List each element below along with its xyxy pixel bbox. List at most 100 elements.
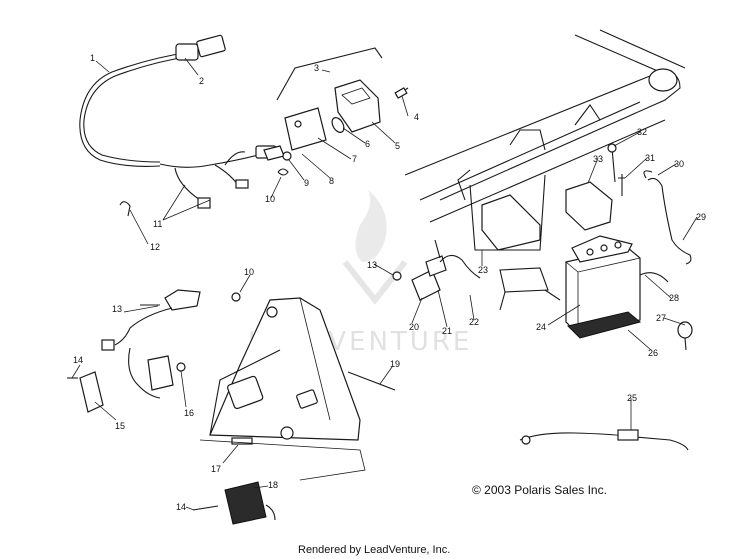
callout-14b: 14 (176, 502, 186, 512)
frame-gusset (509, 129, 546, 151)
callout-1: 1 (90, 53, 95, 63)
callout-27: 27 (656, 313, 666, 323)
leader-lines (71, 57, 698, 511)
callout-2: 2 (199, 76, 204, 86)
hook-30 (643, 170, 653, 179)
boot-27-tip (684, 337, 687, 351)
callout-18: 18 (268, 480, 278, 490)
panel-face (209, 349, 281, 436)
callout-24: 24 (536, 322, 546, 332)
electrical-box (67, 289, 396, 525)
frame-rail-bottom (429, 119, 666, 223)
harness-cable (79, 51, 191, 167)
mount-legs (499, 289, 561, 311)
callouts: 1 2 3 4 5 6 7 8 9 10 11 12 10 13 14 15 1… (73, 53, 706, 512)
callout-3: 3 (314, 63, 319, 73)
regulator-18 (224, 481, 267, 525)
callout-32: 32 (637, 127, 647, 137)
module-plug (101, 339, 115, 351)
callout-29: 29 (696, 212, 706, 222)
mount-22 (499, 267, 549, 293)
clip-10b (231, 292, 241, 302)
callout-23: 23 (478, 265, 488, 275)
harness-branch-2 (174, 167, 201, 201)
frame-rail-lower (419, 101, 641, 201)
connector-2 (175, 43, 199, 61)
callout-11: 11 (153, 219, 162, 229)
lens-5 (334, 79, 381, 133)
coil-16 (147, 355, 174, 391)
cable-25 (519, 432, 689, 451)
panel-hole-2 (266, 306, 278, 318)
callout-22: 22 (469, 317, 479, 327)
footer-credit: Rendered by LeadVenture, Inc. (298, 544, 450, 556)
screw-head-4 (394, 87, 408, 99)
callout-5: 5 (395, 141, 400, 151)
frame-upper-tube (574, 29, 686, 73)
frame-tab (574, 104, 601, 126)
callout-13: 13 (112, 304, 122, 314)
boot-27 (677, 321, 693, 339)
callout-31: 31 (645, 153, 655, 163)
harness-cable-outer (83, 55, 193, 163)
screw-hole (294, 120, 302, 128)
screw-14b (192, 505, 219, 511)
callout-9: 9 (304, 178, 309, 188)
callout-4: 4 (414, 112, 419, 122)
harness-branch-4 (224, 151, 246, 166)
terminal-2 (197, 197, 211, 209)
callout-21: 21 (442, 326, 452, 336)
callout-10b: 10 (244, 267, 254, 277)
nut-9 (282, 151, 292, 161)
callout-6: 6 (365, 139, 370, 149)
tray-23 (481, 194, 541, 251)
bulb-6 (331, 117, 345, 133)
callout-28: 28 (669, 293, 679, 303)
callout-10: 10 (265, 194, 275, 204)
washer-16 (176, 362, 186, 372)
nut-31 (618, 174, 625, 196)
callout-25: 25 (627, 393, 637, 403)
callout-17: 17 (211, 464, 221, 474)
callout-13b: 13 (367, 260, 377, 270)
frame-post (457, 169, 471, 201)
frame-joint (648, 68, 678, 92)
module-13 (164, 289, 201, 311)
tail-light-assembly (263, 47, 409, 176)
housing-7 (284, 107, 327, 151)
callout-14: 14 (73, 355, 83, 365)
callout-16: 16 (184, 408, 194, 418)
cable-25-sleeve (617, 429, 639, 441)
clip-10 (277, 168, 289, 176)
strap-29 (647, 177, 692, 265)
solenoid-lead-2 (434, 239, 441, 259)
connector-2b (196, 34, 226, 58)
module-wire (114, 307, 173, 346)
panel-edge (299, 297, 331, 421)
battery-assembly (519, 143, 693, 451)
cell-cap-3 (614, 241, 622, 249)
callout-30: 30 (674, 159, 684, 169)
battery-tray-bracket (469, 174, 546, 251)
callout-20: 20 (409, 322, 419, 332)
solenoid-assembly (392, 239, 481, 301)
panel-17 (209, 297, 361, 441)
callout-19: 19 (390, 359, 400, 369)
solenoid-lead (439, 254, 481, 279)
panel-hole (280, 426, 294, 440)
regulator-18-wire (265, 504, 276, 521)
floor-outline (199, 439, 366, 481)
lens-inner (341, 87, 371, 105)
bolt-19 (347, 371, 396, 391)
pad-26 (567, 311, 642, 339)
copyright-text: © 2003 Polaris Sales Inc. (472, 483, 607, 497)
callout-26: 26 (648, 348, 658, 358)
watermark-flame-icon (355, 190, 387, 262)
callout-8: 8 (329, 176, 334, 186)
relay-20 (411, 269, 441, 301)
bracket-3 (276, 47, 383, 101)
callout-33: 33 (593, 154, 603, 164)
harness-branch (159, 153, 263, 168)
coil-wire (128, 347, 161, 399)
